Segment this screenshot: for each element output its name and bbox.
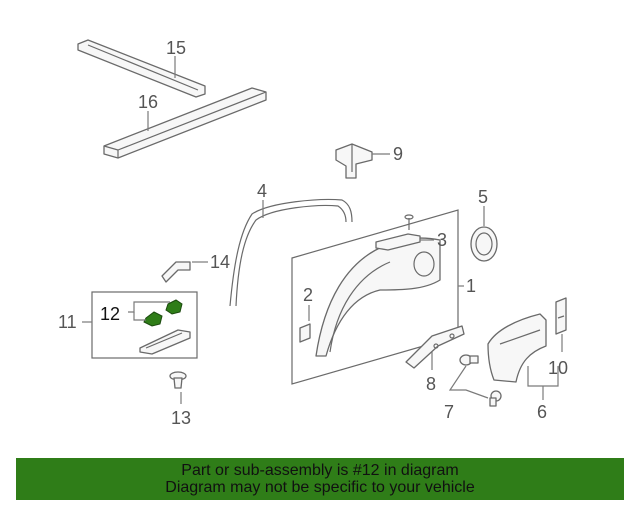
part-2-clip bbox=[299, 323, 311, 343]
callout-15: 15 bbox=[166, 38, 186, 58]
callout-13: 13 bbox=[171, 408, 191, 428]
part-8-bracket bbox=[405, 325, 465, 369]
part-10-panel bbox=[555, 297, 567, 335]
callout-9: 9 bbox=[393, 144, 403, 164]
part-9-bracket bbox=[335, 143, 373, 179]
part-7-fastener-b bbox=[489, 390, 502, 407]
part-3-trim-piece bbox=[375, 214, 421, 251]
callout-2: 2 bbox=[303, 285, 313, 305]
callout-11: 11 bbox=[58, 312, 77, 332]
part-12-clip-upper bbox=[165, 299, 183, 315]
part-15-molding bbox=[77, 39, 206, 98]
part-5-fuel-door bbox=[470, 226, 498, 262]
banner-line-1: Part or sub-assembly is #12 in diagram bbox=[181, 462, 459, 479]
part-14-bracket bbox=[161, 261, 191, 283]
callout-7: 7 bbox=[444, 402, 454, 422]
callout-6: 6 bbox=[537, 402, 547, 422]
leader-7 bbox=[448, 365, 489, 399]
callout-16: 16 bbox=[138, 92, 158, 112]
callout-8: 8 bbox=[426, 374, 436, 394]
callout-1: 1 bbox=[466, 276, 476, 296]
callout-5: 5 bbox=[478, 187, 488, 207]
part-16-rocker-molding bbox=[103, 87, 267, 159]
part-11-assembly-box bbox=[91, 291, 198, 359]
leader-12b bbox=[133, 312, 146, 321]
part-11-molding bbox=[139, 329, 191, 355]
callout-4: 4 bbox=[257, 181, 267, 201]
callout-10: 10 bbox=[548, 358, 568, 378]
callout-12: 12 bbox=[100, 304, 120, 324]
leader-12 bbox=[128, 301, 170, 313]
banner-line-2: Diagram may not be specific to your vehi… bbox=[165, 479, 475, 496]
part-1-fender-flare bbox=[315, 237, 441, 357]
callout-3: 3 bbox=[437, 230, 447, 250]
callout-14: 14 bbox=[210, 252, 230, 272]
part-12-clip-lower bbox=[143, 311, 163, 327]
part-7-fastener-a bbox=[459, 354, 479, 366]
part-6-splash-shield bbox=[487, 313, 547, 383]
part-13-push-pin bbox=[169, 371, 187, 389]
info-banner: Part or sub-assembly is #12 in diagram D… bbox=[16, 458, 624, 500]
part-4-weatherstrip bbox=[229, 198, 353, 307]
part-1-panel-frame bbox=[291, 209, 459, 385]
